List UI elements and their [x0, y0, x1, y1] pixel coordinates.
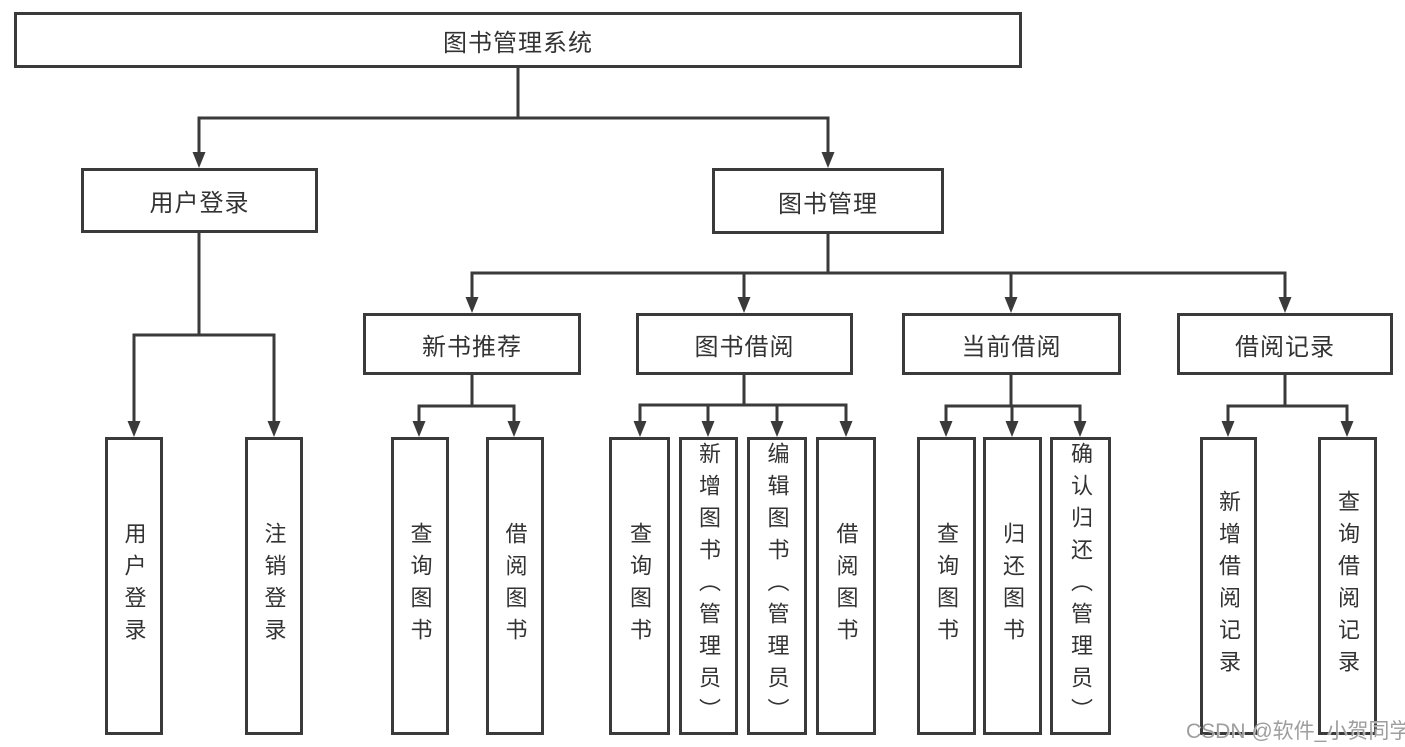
node-borrow-record: 借阅记录: [1177, 313, 1393, 375]
node-current-borrow: 当前借阅: [902, 313, 1121, 375]
leaf-query-book-current-label: 查询图书: [934, 522, 960, 650]
leaf-borrow-book-recommend: 借阅图书: [486, 437, 544, 735]
node-current-borrow-label: 当前借阅: [961, 333, 1062, 361]
leaf-logout-login-label: 注销登录: [261, 522, 287, 650]
node-user-login-label: 用户登录: [149, 190, 250, 217]
leaf-add-book-admin-label: 新增图书（管理员）: [696, 442, 722, 730]
csdn-watermark: CSDN @软件_小贺同学: [1186, 720, 1405, 743]
leaf-query-book-current: 查询图书: [917, 437, 976, 735]
node-new-book-recommend-label: 新书推荐: [422, 333, 522, 361]
node-new-book-recommend: 新书推荐: [363, 313, 581, 375]
leaf-confirm-return-admin-label: 确认归还（管理员）: [1068, 442, 1094, 730]
leaf-query-book-borrow-label: 查询图书: [627, 522, 653, 650]
leaf-borrow-book-recommend-label: 借阅图书: [502, 522, 528, 650]
leaf-user-login: 用户登录: [105, 437, 163, 735]
leaf-borrow-book: 借阅图书: [816, 437, 876, 735]
leaf-add-borrow-record: 新增借阅记录: [1200, 437, 1257, 735]
leaf-user-login-label: 用户登录: [121, 522, 147, 650]
node-book-borrow-label: 图书借阅: [694, 333, 795, 361]
node-book-management-label: 图书管理: [778, 190, 878, 218]
node-user-login: 用户登录: [81, 168, 318, 233]
leaf-add-book-admin: 新增图书（管理员）: [679, 437, 738, 735]
leaf-return-book-label: 归还图书: [1000, 522, 1026, 650]
leaf-confirm-return-admin: 确认归还（管理员）: [1050, 437, 1111, 735]
leaf-query-book-borrow: 查询图书: [609, 437, 670, 735]
node-book-management: 图书管理: [712, 168, 944, 234]
leaf-query-book-recommend-label: 查询图书: [407, 522, 433, 650]
node-root-label: 图书管理系统: [443, 29, 593, 57]
leaf-add-borrow-record-label: 新增借阅记录: [1216, 490, 1242, 682]
leaf-edit-book-admin: 编辑图书（管理员）: [747, 437, 807, 735]
leaf-logout-login: 注销登录: [245, 437, 303, 735]
leaf-return-book: 归还图书: [983, 437, 1042, 735]
leaf-edit-book-admin-label: 编辑图书（管理员）: [764, 442, 790, 730]
leaf-query-borrow-record: 查询借阅记录: [1318, 437, 1377, 735]
node-root: 图书管理系统: [14, 12, 1022, 68]
node-book-borrow: 图书借阅: [636, 313, 853, 375]
node-borrow-record-label: 借阅记录: [1235, 333, 1335, 361]
leaf-borrow-book-label: 借阅图书: [833, 522, 859, 650]
leaf-query-borrow-record-label: 查询借阅记录: [1335, 490, 1361, 682]
leaf-query-book-recommend: 查询图书: [391, 437, 449, 735]
